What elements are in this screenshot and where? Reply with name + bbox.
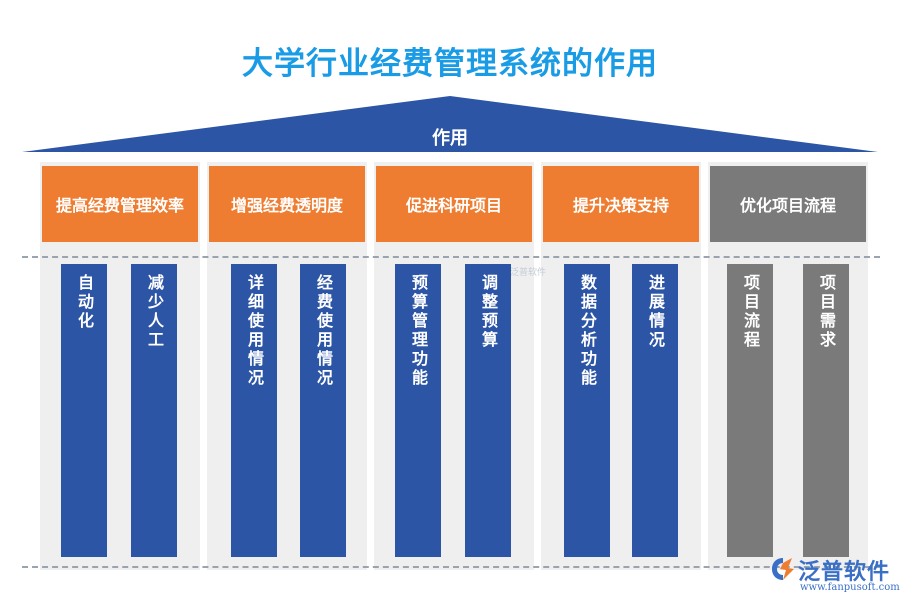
pillar-label: 详细使用情况 <box>245 274 264 388</box>
pillar-progress: 进展情况 <box>632 264 678 557</box>
header-transparency: 增强经费透明度 <box>209 166 365 242</box>
pillar-label: 预算管理功能 <box>409 274 428 388</box>
pillar-detail-usage: 详细使用情况 <box>231 264 277 557</box>
pillar-automation: 自动化 <box>61 264 107 557</box>
brand-logo: 泛普软件 www.fanpusoft.com <box>770 554 900 596</box>
fanpu-logo-icon <box>772 558 794 580</box>
pillar-adjust-budget: 调整预算 <box>465 264 511 557</box>
pillar-budget-mgmt: 预算管理功能 <box>395 264 441 557</box>
roof-label: 作用 <box>432 128 468 149</box>
pillar-label: 减少人工 <box>145 274 164 350</box>
header-efficiency: 提高经费管理效率 <box>42 166 198 242</box>
pillar-label: 进展情况 <box>646 274 665 350</box>
roof-shape <box>22 96 878 152</box>
watermark-text: 泛普软件 <box>510 268 547 278</box>
pillar-label: 调整预算 <box>479 274 498 350</box>
header-process: 优化项目流程 <box>710 166 866 242</box>
pillar-project-flow: 项目流程 <box>727 264 773 557</box>
logo-name: 泛普软件 <box>798 560 891 585</box>
divider-bottom <box>22 566 880 568</box>
pillar-label: 自动化 <box>75 274 94 331</box>
pillar-label: 项目需求 <box>817 274 836 350</box>
divider-top <box>22 256 880 258</box>
pillar-label: 数据分析功能 <box>578 274 597 388</box>
header-research: 促进科研项目 <box>376 166 532 242</box>
page-title: 大学行业经费管理系统的作用 <box>242 46 658 82</box>
pillar-label: 项目流程 <box>741 274 760 350</box>
pillar-fund-usage: 经费使用情况 <box>300 264 346 557</box>
header-decision: 提升决策支持 <box>543 166 699 242</box>
pillar-reduce-labor: 减少人工 <box>131 264 177 557</box>
pillar-data-analysis: 数据分析功能 <box>564 264 610 557</box>
logo-url: www.fanpusoft.com <box>800 582 900 593</box>
pillar-label: 经费使用情况 <box>314 274 333 388</box>
pillar-project-needs: 项目需求 <box>803 264 849 557</box>
